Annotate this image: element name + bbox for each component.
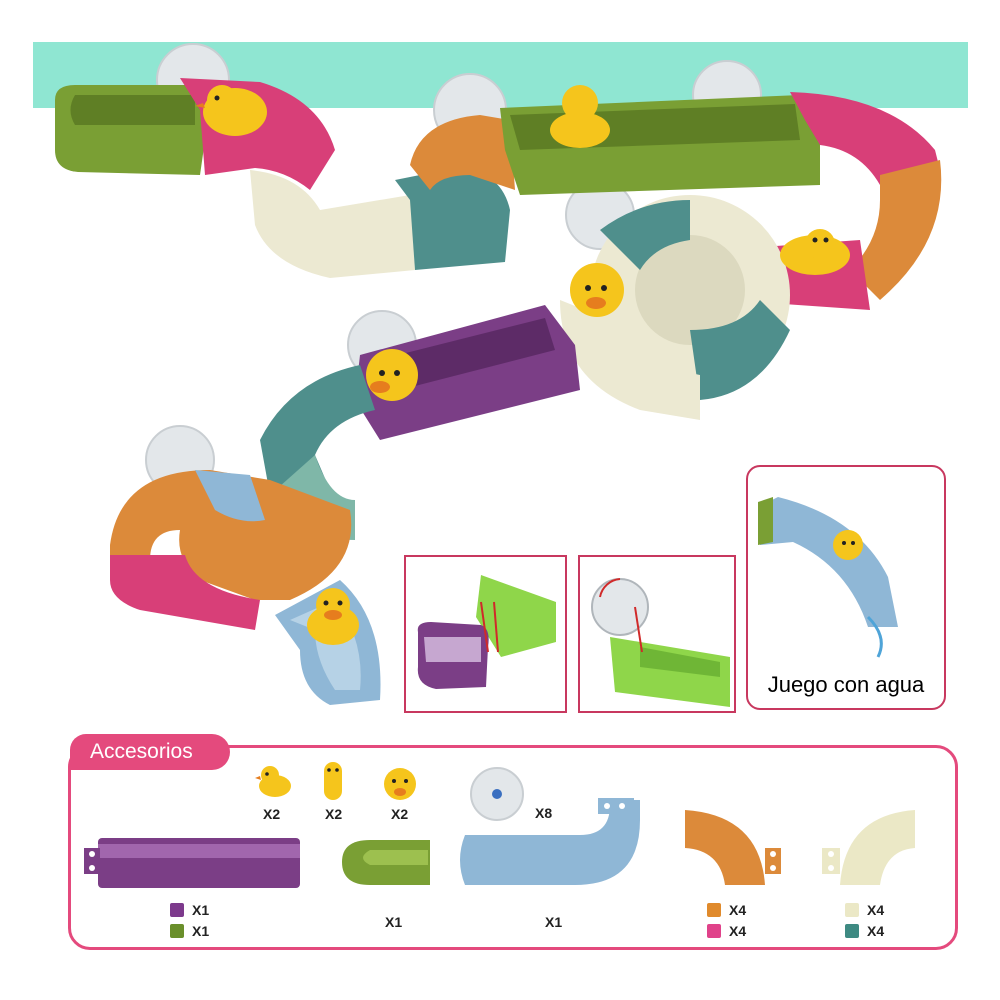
duck-head-qty: X2: [391, 806, 409, 822]
duck-full-part: [255, 766, 291, 797]
color-swatch: [845, 903, 859, 917]
straight-track-legend-purple: X1: [170, 902, 209, 918]
track-teal-curve-2: [260, 365, 375, 495]
end-cap-part: [342, 840, 430, 885]
color-swatch: [707, 924, 721, 938]
curve-orange-legend-orange: X4: [707, 902, 746, 918]
curve-orange-part: [685, 810, 781, 885]
duck-5: [366, 349, 418, 401]
color-swatch: [707, 903, 721, 917]
water-play-illustration: [758, 497, 898, 658]
accessories-title-tab: Accesorios: [70, 734, 230, 770]
water-play-caption: Juego con agua: [767, 672, 925, 697]
duck-tall-qty: X2: [325, 806, 343, 822]
curve-orange-legend-pink: X4: [707, 923, 746, 939]
inset-suction-mount: [578, 555, 736, 713]
duck-1: [195, 85, 267, 136]
curve-cream-legend-cream: X4: [845, 902, 884, 918]
inset-track-connection: [404, 555, 567, 713]
track-teal-curve-1: [395, 169, 510, 270]
track-pink-curve-2: [790, 92, 940, 185]
duck-4: [570, 263, 624, 317]
duck-6: [307, 588, 359, 645]
suction-mount-illustration: [591, 578, 730, 707]
legend-qty: X1: [192, 923, 210, 939]
legend-qty: X4: [729, 923, 747, 939]
color-swatch: [170, 924, 184, 938]
track-orange-curve-1: [410, 115, 515, 190]
duck-full-qty: X2: [263, 806, 281, 822]
duck-3: [780, 229, 850, 275]
track-orange-curve-3: [110, 470, 352, 600]
track-cream-curve-1: [250, 170, 415, 278]
accessories-parts-illustration: [84, 762, 915, 888]
duck-head-part: [384, 768, 416, 800]
legend-qty: X1: [192, 902, 210, 918]
duck-2: [550, 85, 610, 148]
accessories-panel: [68, 745, 958, 950]
long-curve-part: [460, 798, 640, 885]
legend-qty: X4: [729, 902, 747, 918]
curve-cream-part: [822, 810, 915, 885]
toy-track-scene: [33, 42, 968, 705]
suction-cup-part: [470, 767, 524, 821]
duck-tall-part: [324, 762, 342, 800]
inset-water-play: Juego con agua: [746, 465, 946, 710]
legend-qty: X4: [867, 902, 885, 918]
track-orange-curve-2: [850, 160, 942, 300]
end-cap-qty: X1: [385, 914, 403, 930]
track-connection-illustration: [417, 575, 556, 689]
color-swatch: [170, 903, 184, 917]
straight-track-part: [84, 838, 300, 888]
suction-cup-qty: X8: [535, 805, 553, 821]
accessories-title: Accesorios: [90, 740, 193, 763]
straight-track-legend-green: X1: [170, 923, 209, 939]
curve-cream-legend-teal: X4: [845, 923, 884, 939]
long-curve-qty: X1: [545, 914, 563, 930]
legend-qty: X4: [867, 923, 885, 939]
color-swatch: [845, 924, 859, 938]
